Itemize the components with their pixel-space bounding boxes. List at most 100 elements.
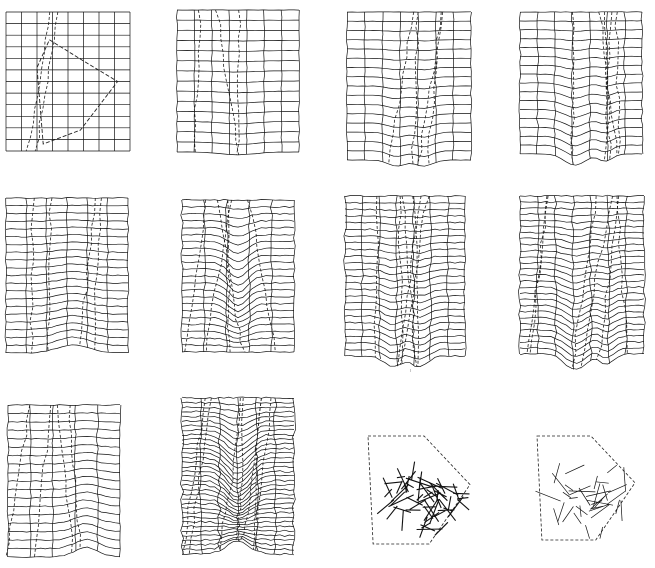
- horizon-line: [347, 123, 471, 128]
- fracture-trace: [398, 196, 421, 366]
- panel-p9: [6, 405, 121, 558]
- fracture-trace: [217, 200, 245, 352]
- horizon-line: [8, 429, 120, 431]
- horizon-line: [8, 532, 120, 541]
- horizon-line: [520, 30, 642, 32]
- horizon-line: [347, 40, 471, 41]
- horizon-line: [177, 51, 299, 52]
- horizon-line: [182, 421, 294, 433]
- horizon-line: [520, 208, 644, 210]
- fragment-stroke: [579, 488, 590, 506]
- horizon-line: [347, 21, 471, 22]
- horizon-line: [520, 21, 642, 22]
- horizon-line: [8, 445, 120, 448]
- horizon-line: [520, 154, 642, 166]
- horizon-line: [8, 524, 120, 533]
- fracture-outline: [37, 40, 118, 144]
- fragment-stroke: [434, 511, 445, 517]
- column-line: [464, 196, 466, 356]
- fragment-stroke: [607, 491, 625, 504]
- horizon-line: [347, 104, 471, 108]
- fragment-stroke: [565, 465, 584, 474]
- horizon-line: [177, 91, 299, 93]
- column-line: [346, 12, 347, 160]
- column-line: [177, 10, 178, 152]
- fragment-stroke: [453, 484, 459, 500]
- horizon-line: [8, 477, 120, 482]
- horizon-line: [345, 202, 465, 204]
- horizon-line: [8, 508, 120, 515]
- column-line: [181, 200, 183, 352]
- horizon-line: [177, 111, 299, 113]
- horizon-line: [345, 295, 465, 303]
- panel-p6: [181, 199, 295, 352]
- fragment-stroke: [417, 494, 423, 500]
- fragment-stroke: [558, 502, 565, 521]
- horizon-line: [177, 132, 299, 134]
- panel-p2: [177, 10, 300, 155]
- horizon-line: [8, 452, 120, 456]
- fragment-stroke: [391, 492, 405, 506]
- horizon-line: [345, 256, 465, 261]
- horizon-line: [345, 355, 465, 366]
- fragment-stroke: [385, 482, 403, 484]
- horizon-line: [345, 209, 465, 211]
- column-line: [97, 405, 99, 551]
- horizon-line: [347, 67, 471, 70]
- stray-mark: ı: [410, 368, 411, 374]
- horizon-line: [8, 421, 120, 423]
- horizon-line: [347, 141, 471, 146]
- fragment-stroke: [624, 467, 626, 492]
- fragment-stroke: [410, 500, 426, 510]
- column-line: [199, 398, 202, 554]
- fragment-stroke: [448, 496, 451, 510]
- horizon-line: [6, 198, 128, 199]
- fragment-stroke: [383, 478, 392, 498]
- horizon-line: [520, 136, 642, 146]
- fragment-stroke: [457, 500, 469, 510]
- horizon-line: [182, 345, 294, 348]
- fragment-stroke: [580, 506, 581, 517]
- horizon-line: [520, 110, 642, 118]
- horizon-line: [347, 160, 471, 166]
- horizon-line: [347, 49, 471, 51]
- horizon-line: [182, 206, 294, 209]
- horizon-line: [347, 95, 471, 99]
- horizon-line: [345, 262, 465, 268]
- fragment-stroke: [608, 485, 627, 493]
- horizon-line: [345, 349, 465, 360]
- horizon-line: [182, 213, 294, 218]
- horizon-line: [8, 405, 120, 406]
- horizon-line: [182, 331, 294, 339]
- fragment-stroke: [569, 491, 596, 492]
- fragment-stroke: [593, 484, 600, 509]
- panel-p4: [519, 12, 643, 166]
- fracture-trace: [400, 196, 429, 364]
- horizon-line: [177, 81, 299, 83]
- panel-p8: [519, 195, 646, 369]
- fragment-stroke: [596, 482, 609, 483]
- fragment-stroke: [402, 510, 403, 530]
- column-line: [293, 200, 295, 352]
- horizon-line: [345, 249, 465, 254]
- horizon-line: [347, 114, 471, 118]
- fracture-trace: [374, 196, 378, 357]
- horizon-line: [520, 74, 642, 79]
- panel-p12: [536, 436, 636, 540]
- horizon-line: [347, 86, 471, 89]
- horizon-line: [8, 500, 120, 507]
- horizon-line: [6, 345, 128, 353]
- horizon-line: [182, 439, 294, 458]
- horizon-line: [520, 195, 644, 196]
- horizon-line: [8, 539, 120, 549]
- horizon-line: [6, 205, 128, 206]
- fragment-stroke: [554, 463, 560, 483]
- panel-p3: [346, 12, 471, 166]
- column-line: [255, 398, 258, 551]
- panel-p1: [6, 12, 130, 151]
- horizon-line: [182, 289, 294, 305]
- fragment-stroke: [569, 486, 591, 495]
- fragment-stroke: [565, 485, 573, 491]
